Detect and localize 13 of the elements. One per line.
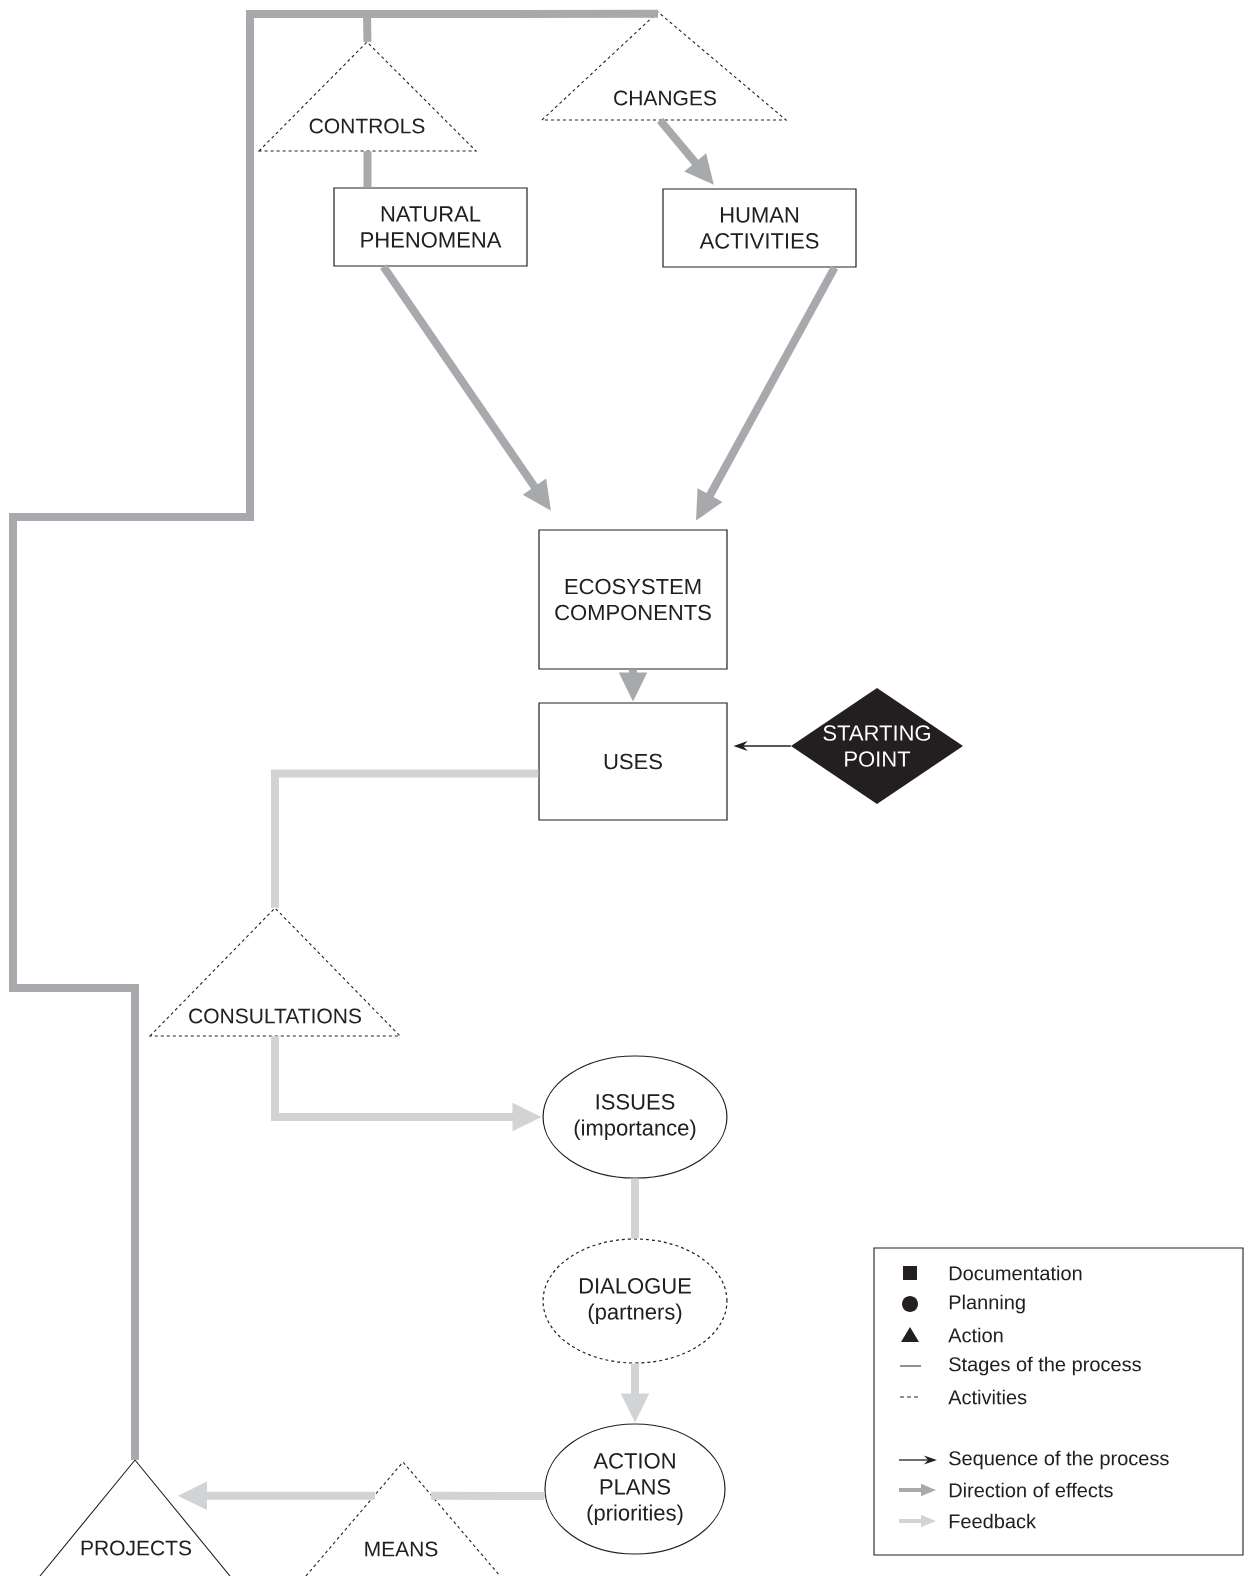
connector-line: [363, 151, 372, 188]
legend-text: Sequence of the process: [949, 1450, 1169, 1470]
legend-text: Documentation: [949, 1265, 1082, 1281]
process-box: HUMAN ACTIVITIES: [662, 188, 857, 268]
legend-text: Stages of the process: [949, 1356, 1141, 1376]
legend-text: Activities: [948, 1389, 1027, 1405]
process-box: NATURAL PHENOMENA: [333, 187, 528, 267]
legend-text: Action: [948, 1327, 1003, 1343]
legend-text: Planning: [949, 1294, 1025, 1314]
legend-text: Direction of effects: [949, 1482, 1113, 1498]
process-box: ECOSYSTEM COMPONENTS: [538, 529, 728, 670]
legend-text: Feedback: [949, 1513, 1037, 1529]
process-box: USES: [538, 702, 728, 821]
